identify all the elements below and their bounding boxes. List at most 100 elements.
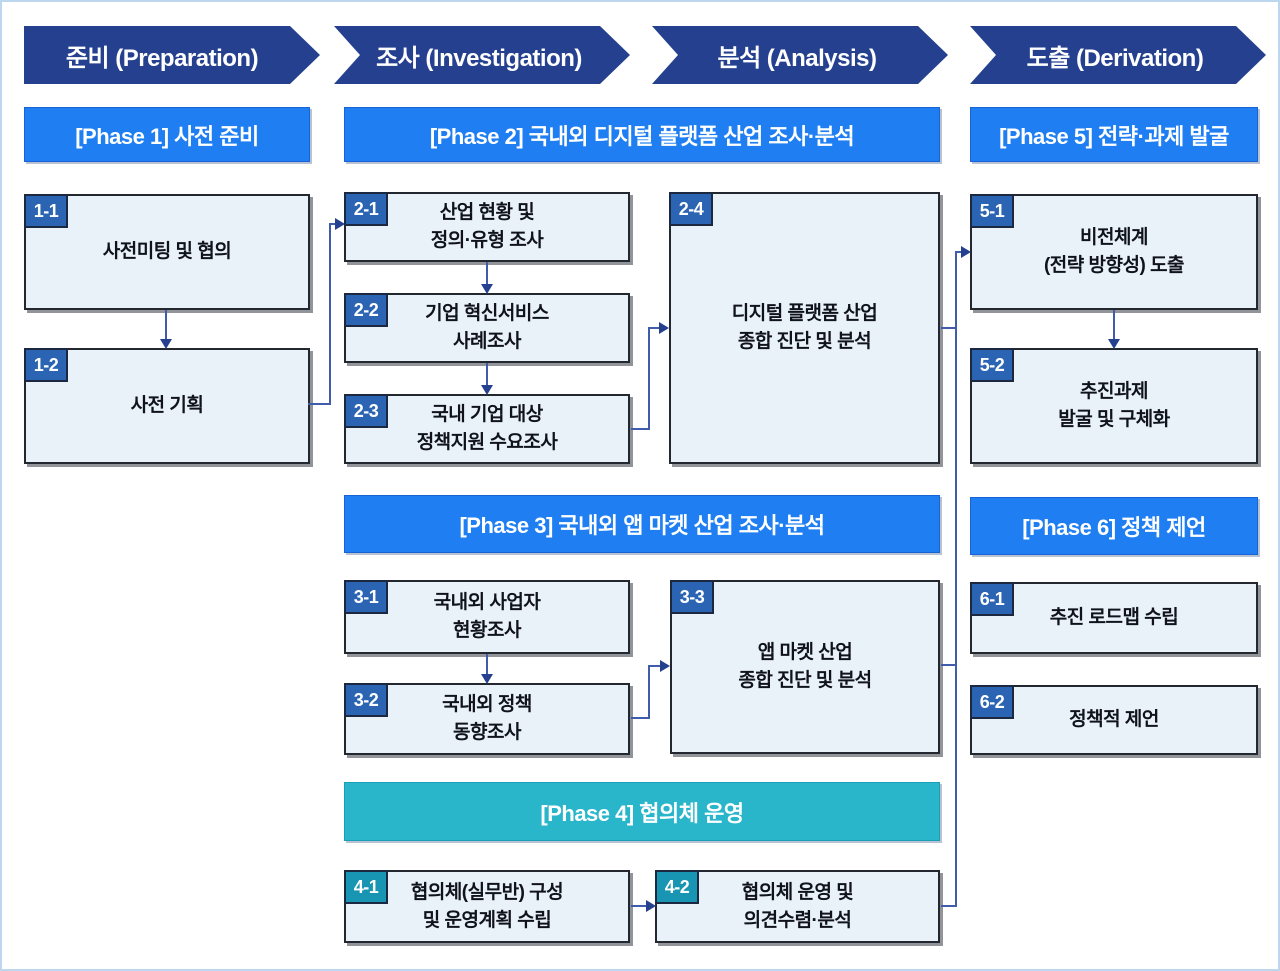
task-tag: 6-1 [970, 582, 1014, 616]
task-label: (전략 방향성) 도출 [1043, 255, 1185, 276]
task-label: 정책적 제언 [1069, 709, 1159, 731]
stage-chevron-preparation: 준비 (Preparation) [24, 26, 320, 84]
task-label: 협의체(실무반) 구성 [410, 881, 564, 903]
phase-4-header: [Phase 4] 협의체 운영 [344, 782, 940, 841]
connector-1-2-to-2-1-h2 [329, 223, 336, 225]
task-box-2-2: 2-2 기업 혁신서비스 사례조사 [344, 293, 630, 363]
task-box-6-1: 6-1 추진 로드맵 수립 [970, 582, 1258, 654]
task-label: 디지털 플랫폼 산업 [731, 303, 878, 325]
phase-5-header: [Phase 5] 전략·과제 발굴 [970, 107, 1258, 162]
task-label: 현황조사 [453, 620, 521, 641]
task-label: 사전 기획 [130, 395, 204, 417]
task-label: 및 운영계획 수립 [422, 909, 552, 931]
task-box-2-3: 2-3 국내 기업 대상 정책지원 수요조사 [344, 394, 630, 464]
task-label: 사전미팅 및 협의 [102, 241, 232, 263]
connector-3-3-to-trunk [941, 664, 957, 666]
task-tag: 3-3 [670, 580, 714, 614]
task-label: 국내외 정책 [442, 694, 532, 716]
task-label: 발굴 및 구체화 [1058, 409, 1170, 430]
task-tag: 4-1 [344, 870, 388, 904]
task-tag: 3-1 [344, 580, 388, 614]
connector-1-1-to-1-2 [165, 310, 167, 340]
phase-2-header: [Phase 2] 국내외 디지털 플랫폼 산업 조사·분석 [344, 107, 940, 162]
task-box-6-2: 6-2 정책적 제언 [970, 685, 1258, 755]
task-box-5-2: 5-2 추진과제 발굴 및 구체화 [970, 348, 1258, 464]
connector-3-2-to-3-3-h [631, 717, 650, 719]
phase-2-title: [Phase 2] 국내외 디지털 플랫폼 산업 조사·분석 [429, 123, 855, 149]
task-label: 종합 진단 및 분석 [738, 670, 872, 691]
stage-chevron-investigation: 조사 (Investigation) [334, 26, 630, 84]
task-label: 사례조사 [453, 331, 521, 352]
arrowhead-down-icon [481, 674, 493, 684]
phase-5-title: [Phase 5] 전략·과제 발굴 [999, 123, 1229, 149]
task-label: 국내 기업 대상 [431, 404, 543, 426]
arrowhead-down-icon [160, 339, 172, 349]
task-box-2-4: 2-4 디지털 플랫폼 산업 종합 진단 및 분석 [669, 192, 940, 464]
task-box-3-1: 3-1 국내외 사업자 현황조사 [344, 580, 630, 654]
task-tag: 2-2 [344, 293, 388, 327]
connector-2-3-to-2-4-v [648, 327, 650, 430]
arrowhead-right-icon [646, 900, 656, 912]
task-label: 정의·유형 조사 [430, 230, 544, 251]
phase-4-title: [Phase 4] 협의체 운영 [540, 800, 744, 826]
task-box-1-1: 1-1 사전미팅 및 협의 [24, 194, 310, 310]
arrowhead-down-icon [1108, 339, 1120, 349]
connector-2-3-to-2-4-h [631, 428, 650, 430]
task-tag: 3-2 [344, 683, 388, 717]
task-label: 산업 현황 및 [439, 202, 535, 224]
stage-chevron-derivation: 도출 (Derivation) [970, 26, 1266, 84]
connector-4-2-to-trunk [941, 905, 957, 907]
task-tag: 6-2 [970, 685, 1014, 719]
task-label: 앱 마켓 산업 [757, 642, 853, 664]
task-tag: 2-1 [344, 192, 388, 226]
task-label: 협의체 운영 및 [741, 881, 854, 903]
task-tag: 2-3 [344, 394, 388, 428]
task-label: 비전체계 [1080, 227, 1148, 249]
task-tag: 1-2 [24, 348, 68, 382]
arrowhead-right-icon [660, 660, 670, 672]
connector-trunk-vertical [955, 251, 957, 907]
connector-3-2-to-3-3-h2 [648, 665, 661, 667]
connector-2-1-to-2-2 [486, 262, 488, 286]
phase-3-header: [Phase 3] 국내외 앱 마켓 산업 조사·분석 [344, 495, 940, 553]
phase-1-header: [Phase 1] 사전 준비 [24, 107, 310, 162]
task-label: 정책지원 수요조사 [416, 432, 558, 453]
task-box-2-1: 2-1 산업 현황 및 정의·유형 조사 [344, 192, 630, 262]
connector-1-2-to-2-1-h [308, 403, 331, 405]
connector-2-2-to-2-3 [486, 363, 488, 387]
arrowhead-right-icon [961, 246, 971, 258]
task-tag: 2-4 [669, 192, 713, 226]
task-label: 국내외 사업자 [433, 592, 541, 614]
task-box-4-1: 4-1 협의체(실무반) 구성 및 운영계획 수립 [344, 870, 630, 943]
task-label: 기업 혁신서비스 [425, 303, 549, 325]
connector-5-1-to-5-2 [1113, 310, 1115, 341]
connector-2-3-to-2-4-h2 [648, 327, 660, 329]
task-box-4-2: 4-2 협의체 운영 및 의견수렴·분석 [655, 870, 940, 943]
task-tag: 5-2 [970, 348, 1014, 382]
arrowhead-right-icon [659, 322, 669, 334]
task-label: 추진과제 [1080, 381, 1148, 403]
connector-3-1-to-3-2 [486, 654, 488, 676]
connector-trunk-to-5-1-h [955, 251, 962, 253]
task-box-1-2: 1-2 사전 기획 [24, 348, 310, 464]
stage-chevron-analysis: 분석 (Analysis) [652, 26, 948, 84]
stage-label: 조사 (Investigation) [376, 44, 582, 72]
task-label: 추진 로드맵 수립 [1049, 607, 1179, 629]
phase-6-header: [Phase 6] 정책 제언 [970, 497, 1258, 555]
arrowhead-down-icon [481, 385, 493, 395]
stage-label: 도출 (Derivation) [1026, 44, 1204, 72]
connector-1-2-to-2-1-v [329, 223, 331, 405]
task-label: 동향조사 [453, 722, 521, 743]
phase-3-title: [Phase 3] 국내외 앱 마켓 산업 조사·분석 [459, 513, 825, 538]
connector-3-2-to-3-3-v [648, 665, 650, 719]
task-label: 의견수렴·분석 [743, 909, 852, 931]
arrowhead-down-icon [481, 284, 493, 294]
task-tag: 1-1 [24, 194, 68, 228]
task-label: 종합 진단 및 분석 [737, 331, 872, 352]
phase-6-title: [Phase 6] 정책 제언 [1022, 515, 1206, 540]
task-box-3-3: 3-3 앱 마켓 산업 종합 진단 및 분석 [670, 580, 940, 754]
connector-2-4-to-trunk [941, 327, 957, 329]
arrowhead-right-icon [335, 218, 345, 230]
task-tag: 4-2 [655, 870, 699, 904]
